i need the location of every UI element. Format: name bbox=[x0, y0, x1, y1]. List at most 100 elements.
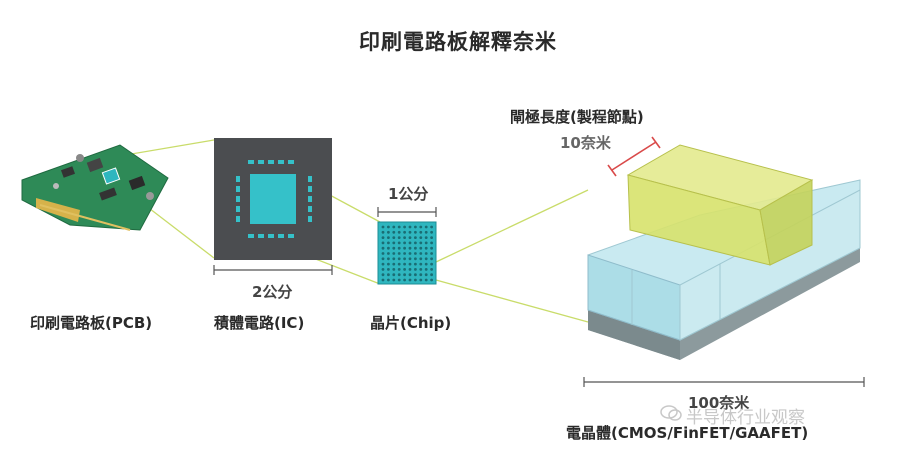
chip-pad bbox=[387, 278, 390, 282]
chip-pad bbox=[403, 252, 406, 255]
chip-pad bbox=[381, 268, 385, 271]
chip-pad bbox=[392, 268, 396, 271]
diagram-title: 印刷電路板解釋奈米 bbox=[359, 30, 557, 54]
chip-pad bbox=[424, 225, 428, 229]
chip-pad bbox=[424, 236, 428, 240]
ic-pins bbox=[236, 160, 312, 238]
chip-pad bbox=[403, 273, 406, 277]
chip-pad bbox=[387, 252, 390, 255]
chip-pad bbox=[381, 246, 385, 250]
chip-pad bbox=[424, 257, 428, 261]
chip-pad bbox=[403, 257, 406, 261]
chip-pad bbox=[430, 257, 433, 261]
chip-pad bbox=[430, 241, 433, 245]
chip-pad bbox=[408, 257, 412, 261]
chip-pad bbox=[387, 268, 390, 271]
chip-pad bbox=[430, 246, 433, 250]
connector-lines bbox=[107, 139, 589, 323]
chip-pad bbox=[392, 273, 396, 277]
chip-pad bbox=[387, 241, 390, 245]
chip-pad bbox=[397, 257, 401, 261]
chip-pad bbox=[419, 225, 423, 229]
chip-pad bbox=[397, 230, 401, 234]
chip-pad bbox=[414, 236, 417, 240]
chip-illustration bbox=[377, 207, 437, 285]
chip-pad bbox=[392, 278, 396, 282]
ic-label: 積體電路(IC) bbox=[214, 314, 305, 332]
ic-width-label: 2公分 bbox=[252, 283, 293, 301]
chip-pad bbox=[403, 262, 406, 266]
chip-pad bbox=[408, 241, 412, 245]
chip-width-label: 1公分 bbox=[388, 185, 429, 203]
chip-pad bbox=[419, 268, 423, 271]
chip-pad bbox=[419, 273, 423, 277]
chip-pad bbox=[424, 278, 428, 282]
chip-pad bbox=[408, 252, 412, 255]
chip-pad bbox=[392, 236, 396, 240]
chip-pad bbox=[424, 268, 428, 271]
chip-pad bbox=[387, 273, 390, 277]
chip-pad bbox=[381, 225, 385, 229]
chip-pad bbox=[430, 236, 433, 240]
chip-pad bbox=[424, 241, 428, 245]
chip-pad bbox=[408, 278, 412, 282]
chip-pad bbox=[397, 246, 401, 250]
chip-pad bbox=[430, 225, 433, 229]
chip-pad bbox=[403, 246, 406, 250]
chip-pad bbox=[414, 246, 417, 250]
chip-pad bbox=[419, 278, 423, 282]
chip-pad bbox=[397, 262, 401, 266]
chat-bubble-icon bbox=[660, 405, 682, 421]
chip-pad bbox=[414, 257, 417, 261]
chip-pad bbox=[403, 236, 406, 240]
chip-pad bbox=[392, 246, 396, 250]
chip-pad bbox=[414, 241, 417, 245]
chip-pad bbox=[419, 246, 423, 250]
chip-pad bbox=[387, 236, 390, 240]
chip-pad bbox=[408, 246, 412, 250]
chip-pad bbox=[397, 225, 401, 229]
chip-pad bbox=[387, 225, 390, 229]
pcb-label: 印刷電路板(PCB) bbox=[30, 314, 153, 332]
chip-pad bbox=[430, 273, 433, 277]
chip-pad bbox=[414, 262, 417, 266]
chip-pad bbox=[387, 246, 390, 250]
chip-pad bbox=[414, 230, 417, 234]
ic-illustration bbox=[213, 138, 333, 275]
chip-pad bbox=[408, 262, 412, 266]
watermark: 半导体行业观察 bbox=[686, 408, 805, 428]
chip-pad bbox=[387, 262, 390, 266]
chip-pad bbox=[419, 230, 423, 234]
chip-pad bbox=[430, 262, 433, 266]
chip-pad bbox=[397, 241, 401, 245]
ic-dimension-marker bbox=[213, 265, 333, 275]
chip-pad bbox=[381, 252, 385, 255]
chip-pad bbox=[408, 225, 412, 229]
pcb-illustration bbox=[21, 144, 169, 231]
chip-pad bbox=[403, 230, 406, 234]
chip-pad bbox=[403, 225, 406, 229]
chip-pad bbox=[381, 241, 385, 245]
chip-pad bbox=[392, 257, 396, 261]
chip-pad bbox=[430, 268, 433, 271]
chip-pad bbox=[414, 273, 417, 277]
chip-pad bbox=[387, 257, 390, 261]
chip-pad bbox=[397, 278, 401, 282]
chip-pad bbox=[392, 241, 396, 245]
chip-pad bbox=[424, 273, 428, 277]
chip-pad bbox=[387, 230, 390, 234]
chip-pad bbox=[419, 257, 423, 261]
chip-pad bbox=[424, 246, 428, 250]
chip-pad bbox=[419, 252, 423, 255]
transistor-illustration bbox=[583, 136, 865, 387]
transistor-dimension-marker bbox=[583, 377, 865, 387]
chip-pad bbox=[414, 252, 417, 255]
chip-pad bbox=[392, 252, 396, 255]
chip-pad bbox=[419, 241, 423, 245]
chip-pad bbox=[381, 278, 385, 282]
chip-pad bbox=[392, 225, 396, 229]
chip-pad bbox=[397, 268, 401, 271]
chip-pad bbox=[408, 236, 412, 240]
chip-pad bbox=[392, 230, 396, 234]
